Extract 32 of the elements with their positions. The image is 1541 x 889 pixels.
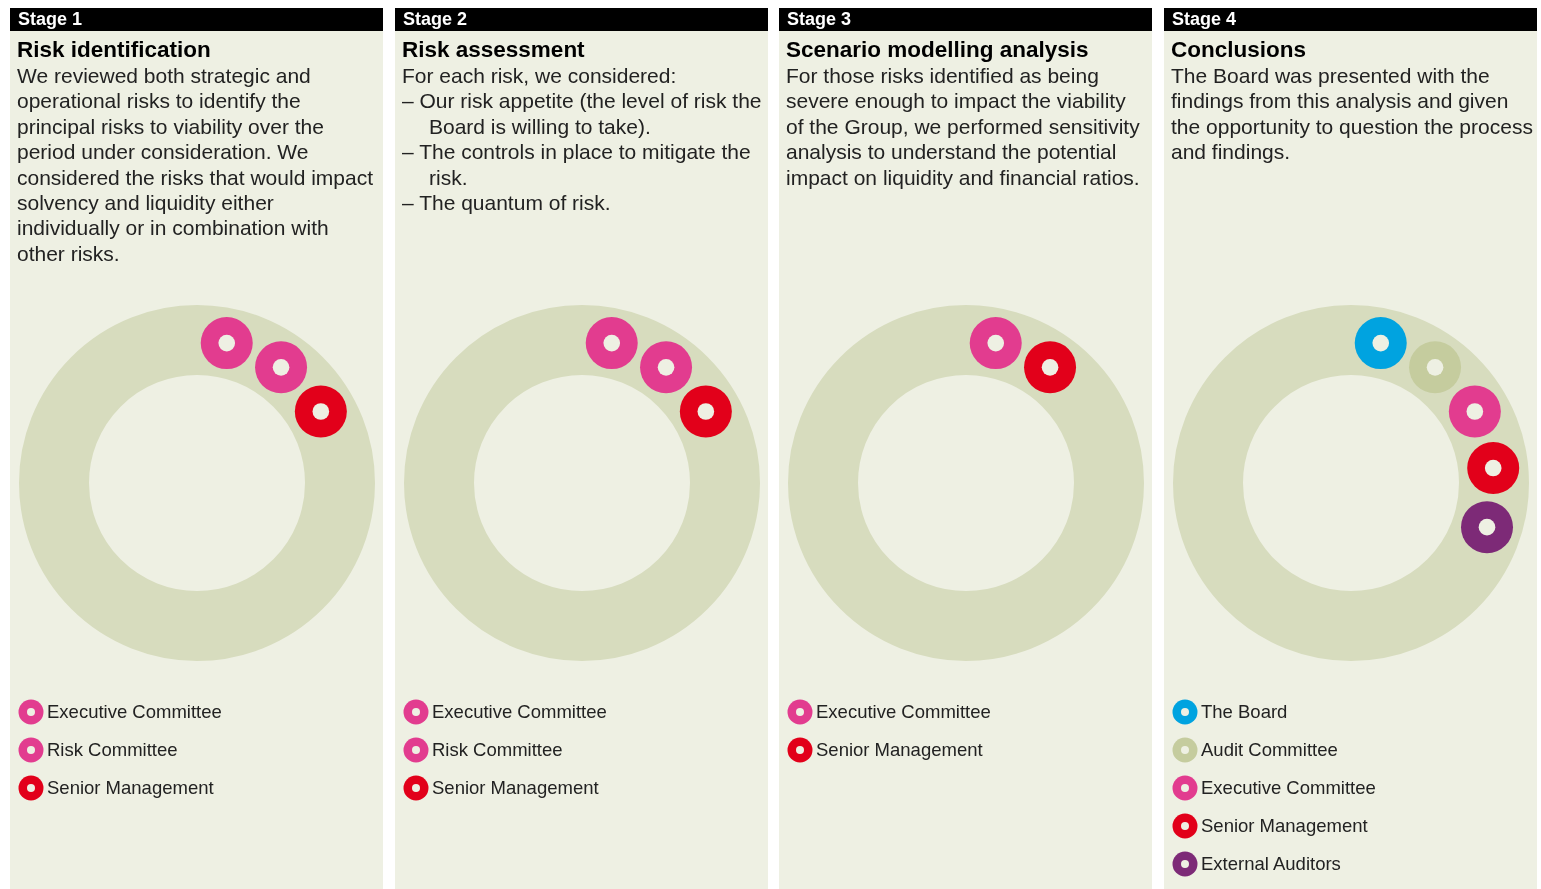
legend-label: Executive Committee [47, 701, 222, 723]
legend-label: Senior Management [816, 739, 983, 761]
body-text: For each risk, we considered: [402, 63, 678, 89]
legend-label: Executive Committee [432, 701, 607, 723]
body-text: The Board was presented with the findings from this analysis and given the opportunity to question the process and findings. [1171, 63, 1533, 165]
panel-title: Conclusions [1171, 36, 1307, 63]
legend-label: The Board [1201, 701, 1288, 723]
panel-title: Risk identification [17, 36, 212, 63]
legend-label: Audit Committee [1201, 739, 1338, 761]
stage-header: Stage 4 [1164, 8, 1537, 31]
legend-label: Senior Management [47, 777, 214, 799]
list-item: – Our risk appetite (the level of risk the Board is willing to take). [402, 88, 763, 140]
stage-header: Stage 1 [10, 8, 383, 31]
stage-panel [10, 8, 383, 889]
body-text: For those risks identified as being severe enough to impact the viability of the Group, we performed sensitivity analysis to understand the potential impact on liquidity and financial ratios. [786, 63, 1141, 191]
legend-label: Senior Management [432, 777, 599, 799]
list-item: – The controls in place to mitigate the risk. [402, 139, 752, 191]
legend-label: Risk Committee [47, 739, 178, 761]
panel-title: Risk assessment [402, 36, 586, 63]
legend-label: Risk Committee [432, 739, 563, 761]
stage-panel [779, 8, 1152, 889]
legend-label: Executive Committee [1201, 777, 1376, 799]
body-text: We reviewed both strategic and operational risks to identify the principal risks to viability over the period under consideration. We considered the risks that would impact solvency and liquidity either individually or in combination with other risks. [17, 63, 374, 267]
stage-panel [395, 8, 768, 889]
panel-title: Scenario modelling analysis [786, 36, 1090, 63]
legend-label: Executive Committee [816, 701, 991, 723]
legend-label: External Auditors [1201, 853, 1341, 875]
legend-label: Senior Management [1201, 815, 1368, 837]
list-item: – The quantum of risk. [402, 190, 612, 216]
stage-panel [1164, 8, 1537, 889]
stage-header: Stage 3 [779, 8, 1152, 31]
stage-header: Stage 2 [395, 8, 768, 31]
